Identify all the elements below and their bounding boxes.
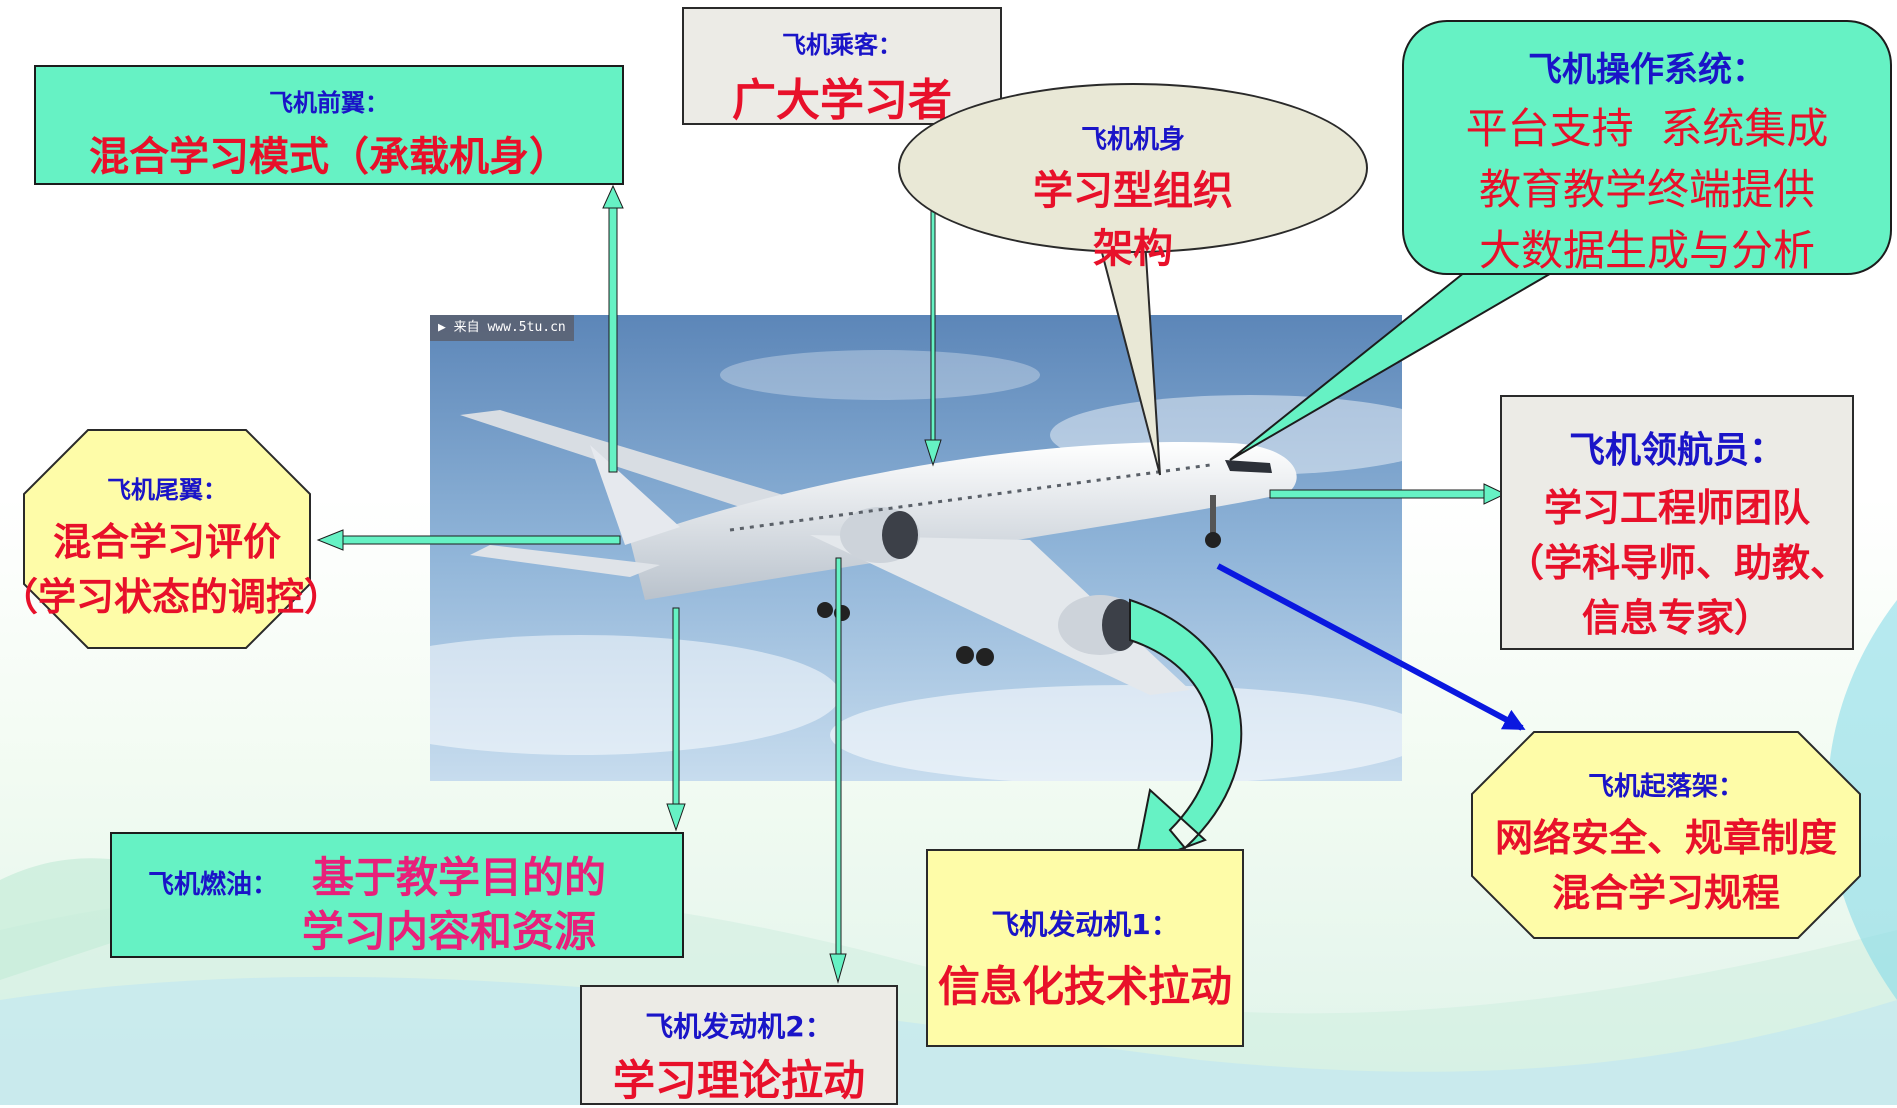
engine1-label: 飞机发动机1： [991, 908, 1179, 941]
landing-gear-line-2: 混合学习规程 [1551, 871, 1780, 915]
play-icon: ▶ [438, 320, 454, 335]
fuel-label: 飞机燃油： [148, 870, 279, 900]
airplane-photo [430, 315, 1402, 781]
landing-gear-octagon: 飞机起落架： 网络安全、规章制度 混合学习规程 [1470, 730, 1862, 940]
os-label: 飞机操作系统： [1528, 50, 1766, 90]
landing-gear-label: 飞机起落架： [1587, 772, 1744, 802]
engine1-box: 飞机发动机1： 信息化技术拉动 [926, 849, 1244, 1047]
os-line-2: 教育教学终端提供 [1478, 165, 1815, 214]
navigator-box: 飞机领航员： 学习工程师团队 （学科导师、助教、 信息专家） [1500, 395, 1854, 650]
tail-line-2: （学习状态的调控） [0, 575, 343, 619]
os-callout: 飞机操作系统： 平台支持 系统集成 教育教学终端提供 大数据生成与分析 [1402, 20, 1892, 275]
os-line-3: 大数据生成与分析 [1478, 226, 1815, 275]
engine2-value: 学习理论拉动 [612, 1056, 865, 1105]
front-wing-value: 混合学习模式（承载机身） [89, 134, 569, 180]
engine1-value: 信息化技术拉动 [937, 962, 1232, 1011]
tail-line-1: 混合学习评价 [52, 520, 281, 564]
fuel-line-1: 基于教学目的的 [312, 853, 607, 902]
fuel-box: 飞机燃油： 基于教学目的的 学习内容和资源 [110, 832, 684, 958]
front-wing-label: 飞机前翼： [269, 89, 389, 117]
navigator-line-1: 学习工程师团队 [1543, 486, 1810, 530]
photo-watermark: ▶ 来自 www.5tu.cn [430, 315, 574, 341]
fuselage-callout: 飞机机身 学习型组织 架构 [898, 83, 1368, 272]
navigator-line-2: （学科导师、助教、 [1505, 541, 1848, 585]
fuselage-line-2: 架构 [1093, 226, 1173, 272]
navigator-label: 飞机领航员： [1568, 430, 1785, 471]
fuel-line-2: 学习内容和资源 [302, 907, 597, 956]
passengers-value: 广大学习者 [732, 75, 952, 126]
front-wing-box: 飞机前翼： 混合学习模式（承载机身） [34, 65, 624, 185]
fuselage-line-1: 学习型组织 [1033, 168, 1233, 214]
tail-label: 飞机尾翼： [107, 476, 227, 504]
landing-gear-line-1: 网络安全、规章制度 [1494, 816, 1837, 860]
passengers-box: 飞机乘客： 广大学习者 [682, 7, 1002, 126]
tail-octagon: 飞机尾翼： 混合学习评价 （学习状态的调控） [0, 428, 342, 650]
navigator-line-3: 信息专家） [1581, 596, 1772, 640]
engine2-box: 飞机发动机2： 学习理论拉动 [580, 985, 898, 1105]
fuselage-label: 飞机机身 [1080, 125, 1185, 155]
watermark-text: 来自 www.5tu.cn [453, 320, 566, 335]
engine2-label: 飞机发动机2： [645, 1010, 833, 1043]
passengers-label: 飞机乘客： [782, 31, 902, 59]
os-line-1: 平台支持 系统集成 [1465, 104, 1829, 153]
